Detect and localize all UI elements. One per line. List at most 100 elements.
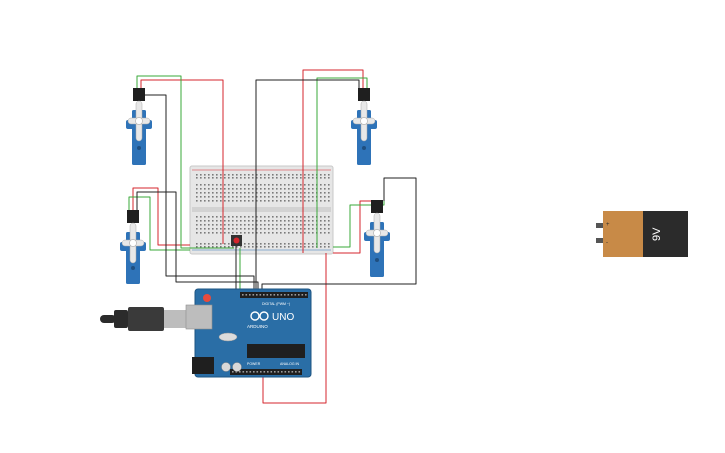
breadboard-hole [280, 196, 282, 198]
breadboard-hole [292, 243, 294, 245]
breadboard-hole [200, 216, 202, 218]
breadboard-hole [300, 232, 302, 234]
breadboard-hole [248, 228, 250, 230]
breadboard-hole [260, 177, 262, 179]
breadboard-hole [240, 184, 242, 186]
breadboard-hole [240, 196, 242, 198]
breadboard-hole [212, 174, 214, 176]
breadboard-hole [212, 200, 214, 202]
breadboard-hole [280, 220, 282, 222]
breadboard-hole [228, 243, 230, 245]
breadboard-hole [228, 220, 230, 222]
breadboard-hole [204, 246, 206, 248]
breadboard-hole [268, 228, 270, 230]
battery-9v[interactable]: 9V + - [596, 211, 688, 257]
breadboard-hole [324, 177, 326, 179]
breadboard-hole [224, 188, 226, 190]
breadboard-hole [320, 177, 322, 179]
breadboard-hole [260, 216, 262, 218]
battery-label: 9V [651, 227, 663, 241]
board-label-analog: ANALOG IN [280, 362, 300, 366]
servo-bottom-right[interactable] [364, 200, 390, 277]
breadboard-hole [248, 177, 250, 179]
breadboard-hole [252, 224, 254, 226]
header-pin [256, 294, 258, 296]
breadboard-hole [320, 243, 322, 245]
breadboard-hole [324, 243, 326, 245]
breadboard-hole [264, 192, 266, 194]
breadboard-hole [268, 220, 270, 222]
breadboard-hole [232, 174, 234, 176]
reset-button[interactable] [203, 294, 211, 302]
breadboard-hole [268, 184, 270, 186]
breadboard-hole [208, 228, 210, 230]
breadboard-hole [208, 200, 210, 202]
breadboard-hole [244, 188, 246, 190]
breadboard-hole [208, 184, 210, 186]
push-button-icon[interactable] [231, 235, 242, 246]
breadboard-hole [216, 228, 218, 230]
breadboard-hole [248, 174, 250, 176]
breadboard-hole [196, 224, 198, 226]
breadboard-hole [236, 184, 238, 186]
usb-plug-icon[interactable] [100, 307, 186, 331]
breadboard-hole [296, 177, 298, 179]
breadboard-holes [196, 174, 330, 248]
breadboard-hole [216, 246, 218, 248]
breadboard-hole [216, 232, 218, 234]
breadboard-hole [204, 196, 206, 198]
breadboard-hole [292, 188, 294, 190]
breadboard-hole [312, 200, 314, 202]
breadboard-hole [304, 228, 306, 230]
breadboard-hole [264, 220, 266, 222]
breadboard-hole [204, 220, 206, 222]
breadboard-hole [224, 246, 226, 248]
breadboard-hole [288, 192, 290, 194]
breadboard-hole [196, 184, 198, 186]
breadboard-hole [232, 200, 234, 202]
breadboard-hole [244, 192, 246, 194]
breadboard-hole [208, 246, 210, 248]
breadboard-hole [236, 246, 238, 248]
breadboard-hole [200, 192, 202, 194]
breadboard-hole [204, 177, 206, 179]
breadboard-hole [328, 228, 330, 230]
breadboard-hole [300, 188, 302, 190]
header-pin [274, 371, 276, 373]
arduino-uno-board[interactable]: UNO ARDUINO DIGITAL (PWM ~) POWER ANALOG… [185, 288, 312, 378]
header-pins [232, 294, 307, 373]
breadboard-hole [252, 184, 254, 186]
header-pin [270, 371, 273, 373]
breadboard-hole [300, 177, 302, 179]
breadboard-hole [260, 200, 262, 202]
servo-bottom-left[interactable] [120, 210, 146, 284]
breadboard-hole [260, 232, 262, 234]
header-pin [253, 371, 255, 373]
breadboard-hole [208, 243, 210, 245]
servo-top-left[interactable] [126, 88, 152, 165]
breadboard-hole [252, 196, 254, 198]
breadboard-hole [200, 246, 202, 248]
servo-top-right[interactable] [351, 88, 377, 165]
breadboard-hole [300, 216, 302, 218]
breadboard-hole [288, 196, 290, 198]
breadboard-hole [276, 224, 278, 226]
breadboard-hole [312, 188, 314, 190]
breadboard-hole [324, 232, 326, 234]
breadboard-hole [212, 228, 214, 230]
breadboard-hole [320, 196, 322, 198]
breadboard-hole [272, 216, 274, 218]
breadboard-hole [288, 228, 290, 230]
breadboard-hole [328, 246, 330, 248]
breadboard-hole [288, 232, 290, 234]
breadboard-hole [224, 232, 226, 234]
breadboard-hole [268, 243, 270, 245]
breadboard-hole [256, 220, 258, 222]
breadboard-hole [240, 188, 242, 190]
breadboard-hole [248, 224, 250, 226]
header-pin [249, 294, 251, 296]
header-pin [263, 294, 265, 296]
arduino-logo-icon [250, 311, 269, 321]
breadboard[interactable] [189, 165, 334, 255]
